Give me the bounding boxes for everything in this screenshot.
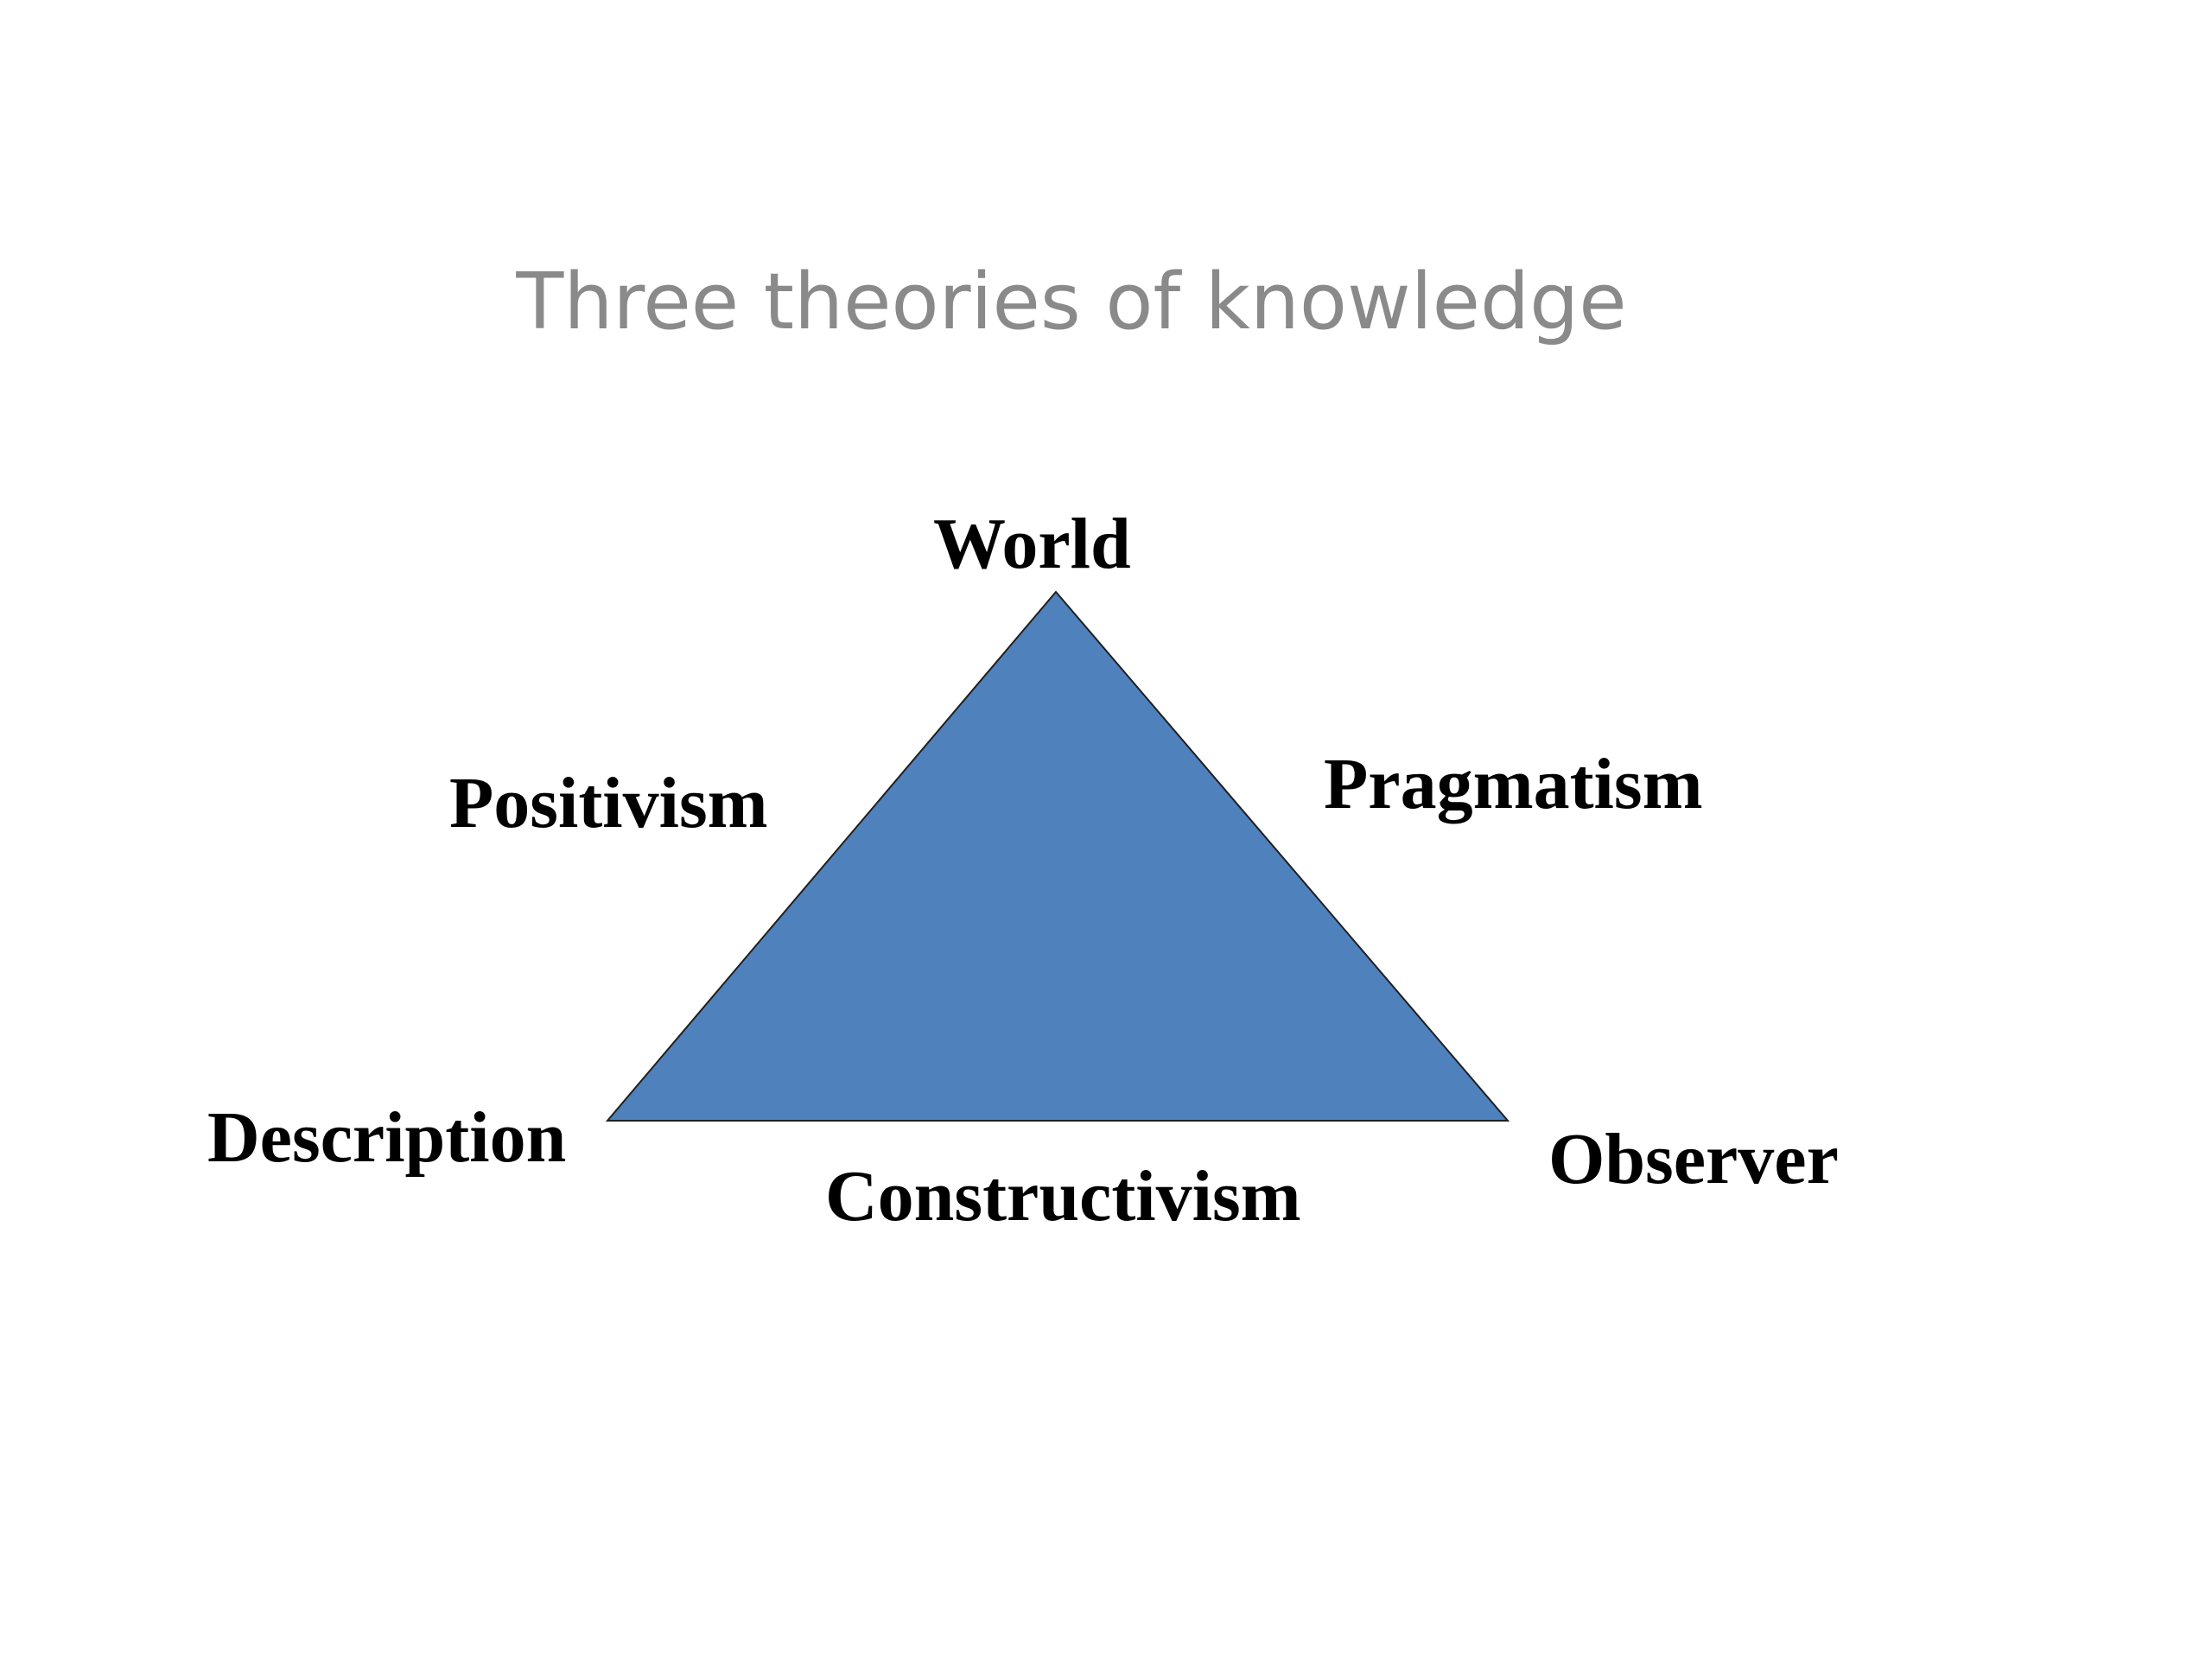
edge-label-pragmatism: Pragmatism	[1324, 744, 1703, 824]
slide-title: Three theories of knowledge	[516, 257, 1627, 347]
vertex-label-observer: Observer	[1548, 1119, 1839, 1199]
vertex-label-world: World	[933, 504, 1131, 584]
edge-label-positivism: Positivism	[449, 763, 768, 843]
knowledge-triangle	[605, 590, 1510, 1122]
vertex-label-description: Description	[207, 1097, 567, 1178]
edge-label-constructivism: Constructivism	[825, 1156, 1301, 1236]
